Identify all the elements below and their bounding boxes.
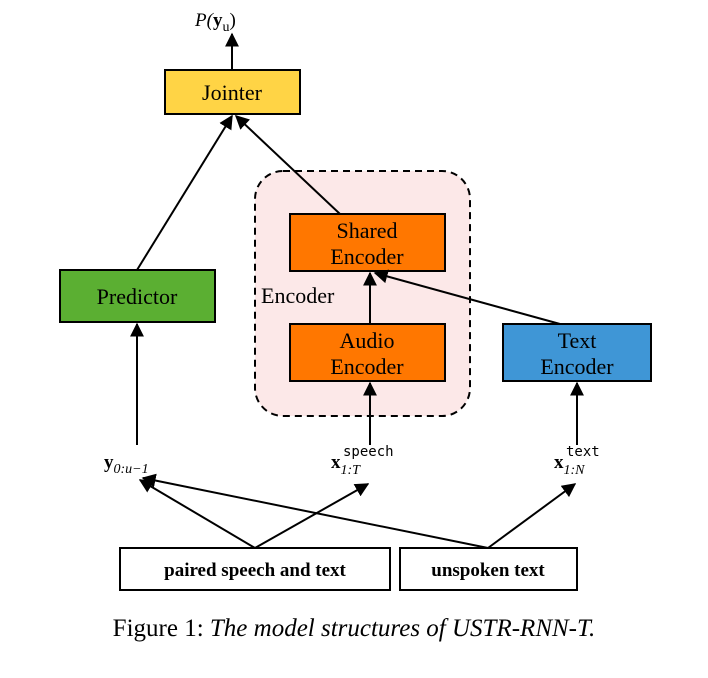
- figure-caption-label: Figure 1:: [112, 615, 210, 642]
- text-encoder-label-line2: Encoder: [540, 354, 614, 379]
- arrow-predictor-to-jointer: [136, 114, 233, 271]
- paired-data-label: paired speech and text: [164, 560, 346, 581]
- encoder-group-label: Encoder: [261, 283, 335, 308]
- arrow-unspoken-to-xtext: [487, 483, 577, 549]
- paired-data-box: [119, 547, 391, 591]
- audio-encoder-box: [289, 323, 446, 382]
- figure-caption-text: The model structures of USTR-RNN-T.: [209, 615, 596, 642]
- y-input-label: y0:u−1: [104, 452, 149, 477]
- jointer-label: Jointer: [202, 80, 263, 105]
- audio-encoder-label-line2: Encoder: [330, 354, 404, 379]
- arrow-text-to-shared: [373, 269, 561, 325]
- model-diagram: Encoder Jointer Predictor Shared Encoder…: [59, 10, 652, 591]
- jointer-box: [164, 69, 301, 115]
- shared-encoder-box: [289, 213, 446, 272]
- x-text-input-label: x1:Ntext: [554, 444, 600, 478]
- audio-encoder-label-line1: Audio: [340, 328, 395, 353]
- figure-caption: Figure 1: The model structures of USTR-R…: [0, 615, 708, 643]
- output-label: P(yu): [194, 10, 236, 35]
- arrow-paired-to-xspeech: [254, 483, 370, 549]
- arrow-paired-to-y: [138, 479, 256, 549]
- unspoken-text-box: [399, 547, 578, 591]
- arrow-shared-to-jointer: [234, 115, 341, 215]
- text-encoder-box: [502, 323, 652, 382]
- arrow-unspoken-to-y: [141, 473, 489, 549]
- x-speech-input-label: x1:Tspeech: [331, 444, 394, 478]
- shared-encoder-label-line2: Encoder: [330, 244, 404, 269]
- predictor-label: Predictor: [97, 284, 178, 309]
- shared-encoder-label-line1: Shared: [336, 218, 397, 243]
- text-encoder-label-line1: Text: [558, 328, 597, 353]
- unspoken-text-label: unspoken text: [431, 560, 545, 581]
